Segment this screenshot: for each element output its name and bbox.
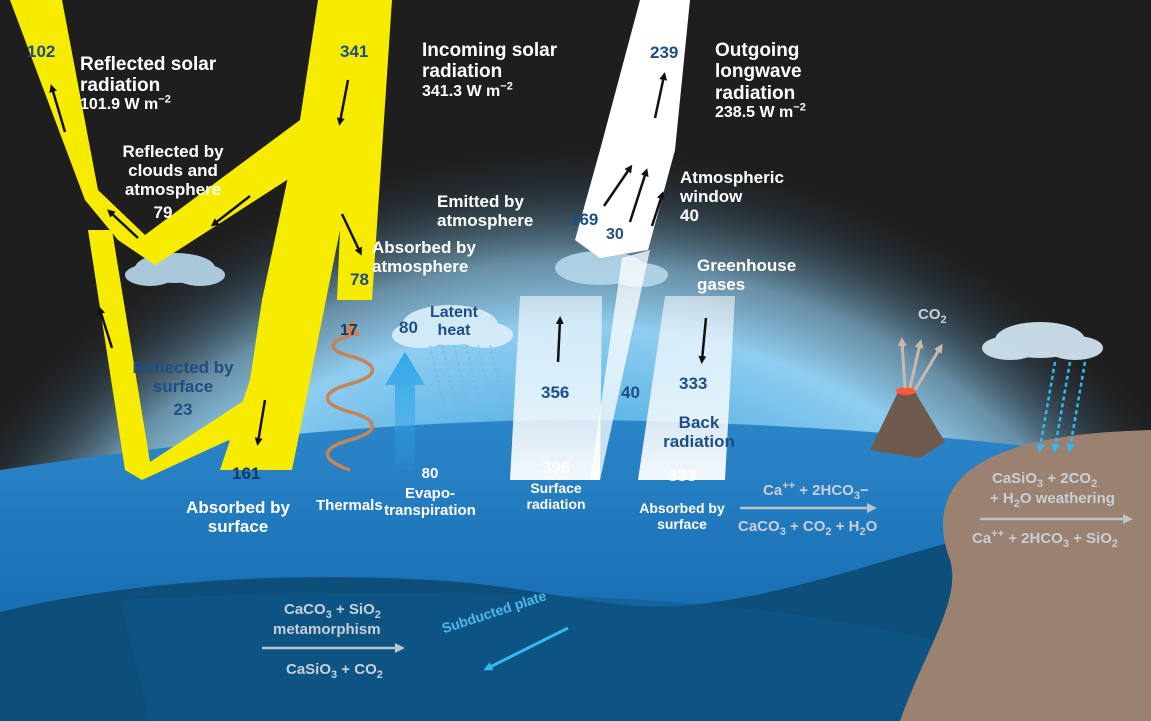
- surface-radiation-title: Surface radiation: [526, 480, 586, 512]
- absorbed-surface-value: 161: [232, 464, 261, 483]
- surface-radiation-value: 396: [541, 458, 571, 477]
- flow-arrows: [49, 72, 708, 446]
- latent-heat-value: 80: [399, 318, 418, 337]
- volcano: [870, 392, 945, 458]
- reflected-clouds-value: 79: [153, 203, 173, 222]
- volcano-crater: [896, 387, 916, 395]
- evapotranspiration-title: Evapo- transpiration: [384, 485, 476, 519]
- cloud-right: [982, 322, 1103, 360]
- window-surface-value: 40: [621, 383, 640, 402]
- co2-label: CO2: [918, 306, 947, 326]
- evapotranspiration-value: 80: [421, 465, 439, 482]
- greenhouse-gases-title: Greenhouse gases: [697, 256, 797, 295]
- window-partial-value: 30: [606, 226, 624, 243]
- ocean-equation-top: Ca++ + 2HCO3−: [763, 480, 869, 502]
- incoming-solar-value: 341: [340, 42, 369, 61]
- atmospheric-window-title: Atmospheric window: [680, 168, 784, 207]
- reflected-surface-beam: [88, 230, 255, 480]
- back-absorbed-title: Absorbed by surface: [639, 500, 725, 532]
- co2-arrows: [897, 337, 943, 391]
- metamorphism-label: metamorphism: [273, 621, 381, 638]
- subduction-arrow: [483, 626, 569, 671]
- thermals-arrowhead: [343, 318, 360, 336]
- incoming-solar-beam: [220, 0, 392, 470]
- latent-heat-title: Latent heat: [430, 304, 478, 339]
- reflected-surface-value: 23: [173, 400, 193, 419]
- absorbed-atmosphere-value: 78: [350, 270, 369, 289]
- land-equation-bottom: Ca++ + 2HCO3 + SiO2: [972, 528, 1119, 550]
- thermals-value: 17: [340, 322, 358, 339]
- reflected-clouds-title: Reflected by clouds and atmosphere: [122, 142, 224, 200]
- back-radiation-beam: [638, 296, 735, 480]
- emitted-atmosphere-value: 169: [570, 210, 599, 229]
- ocean-equation-bottom: CaCO3 + CO2 + H2O: [738, 518, 878, 538]
- thermals-title: Thermals: [316, 497, 383, 514]
- rain-arrows: [1036, 361, 1087, 453]
- back-absorbed-value: 333: [667, 466, 697, 485]
- land-equation-top-2: + H2O weathering: [990, 490, 1115, 510]
- reflected-solar-beam: [10, 0, 318, 265]
- thermals-spiral: [326, 334, 374, 472]
- window-beam: [590, 250, 650, 480]
- surface-up-value: 356: [541, 383, 570, 402]
- metamorphism-equation-top: CaCO3 + SiO2: [284, 601, 381, 621]
- latent-rain: [429, 344, 506, 411]
- back-radiation-title: Back radiation: [663, 413, 735, 452]
- reflected-surface-title: Reflected by surface: [132, 358, 234, 397]
- incoming-solar-title: Incoming solar radiation: [422, 40, 558, 83]
- land-equation-top-1: CaSiO3 + 2CO2: [992, 470, 1098, 490]
- absorbed-atmosphere-title: Absorbed by atmosphere: [372, 238, 476, 277]
- atmospheric-window-value: 40: [680, 206, 699, 225]
- surface-radiation-beam: [510, 296, 602, 480]
- absorbed-surface-title: Absorbed by surface: [186, 498, 290, 537]
- metamorphism-equation-bottom: CaSiO3 + CO2: [286, 661, 383, 681]
- emitted-atmosphere-title: Emitted by atmosphere: [437, 192, 534, 231]
- back-radiation-value: 333: [679, 374, 708, 393]
- evapotranspiration-arrow: [385, 352, 425, 470]
- reflected-solar-flux: 101.9 W m−2: [80, 93, 171, 113]
- cloud-latent: [392, 305, 513, 348]
- subducted-plate: [120, 593, 930, 721]
- outgoing-longwave-flux: 238.5 W m−2: [715, 101, 806, 121]
- outgoing-longwave-value: 239: [650, 43, 679, 62]
- reaction-arrows: [262, 503, 1133, 653]
- reflected-solar-title: Reflected solar radiation: [80, 54, 217, 97]
- land-mass: [900, 430, 1151, 721]
- reflected-solar-value: 102: [27, 42, 56, 61]
- incoming-solar-flux: 341.3 W m−2: [422, 80, 513, 100]
- outgoing-longwave-title: Outgoing longwave radiation: [715, 40, 802, 104]
